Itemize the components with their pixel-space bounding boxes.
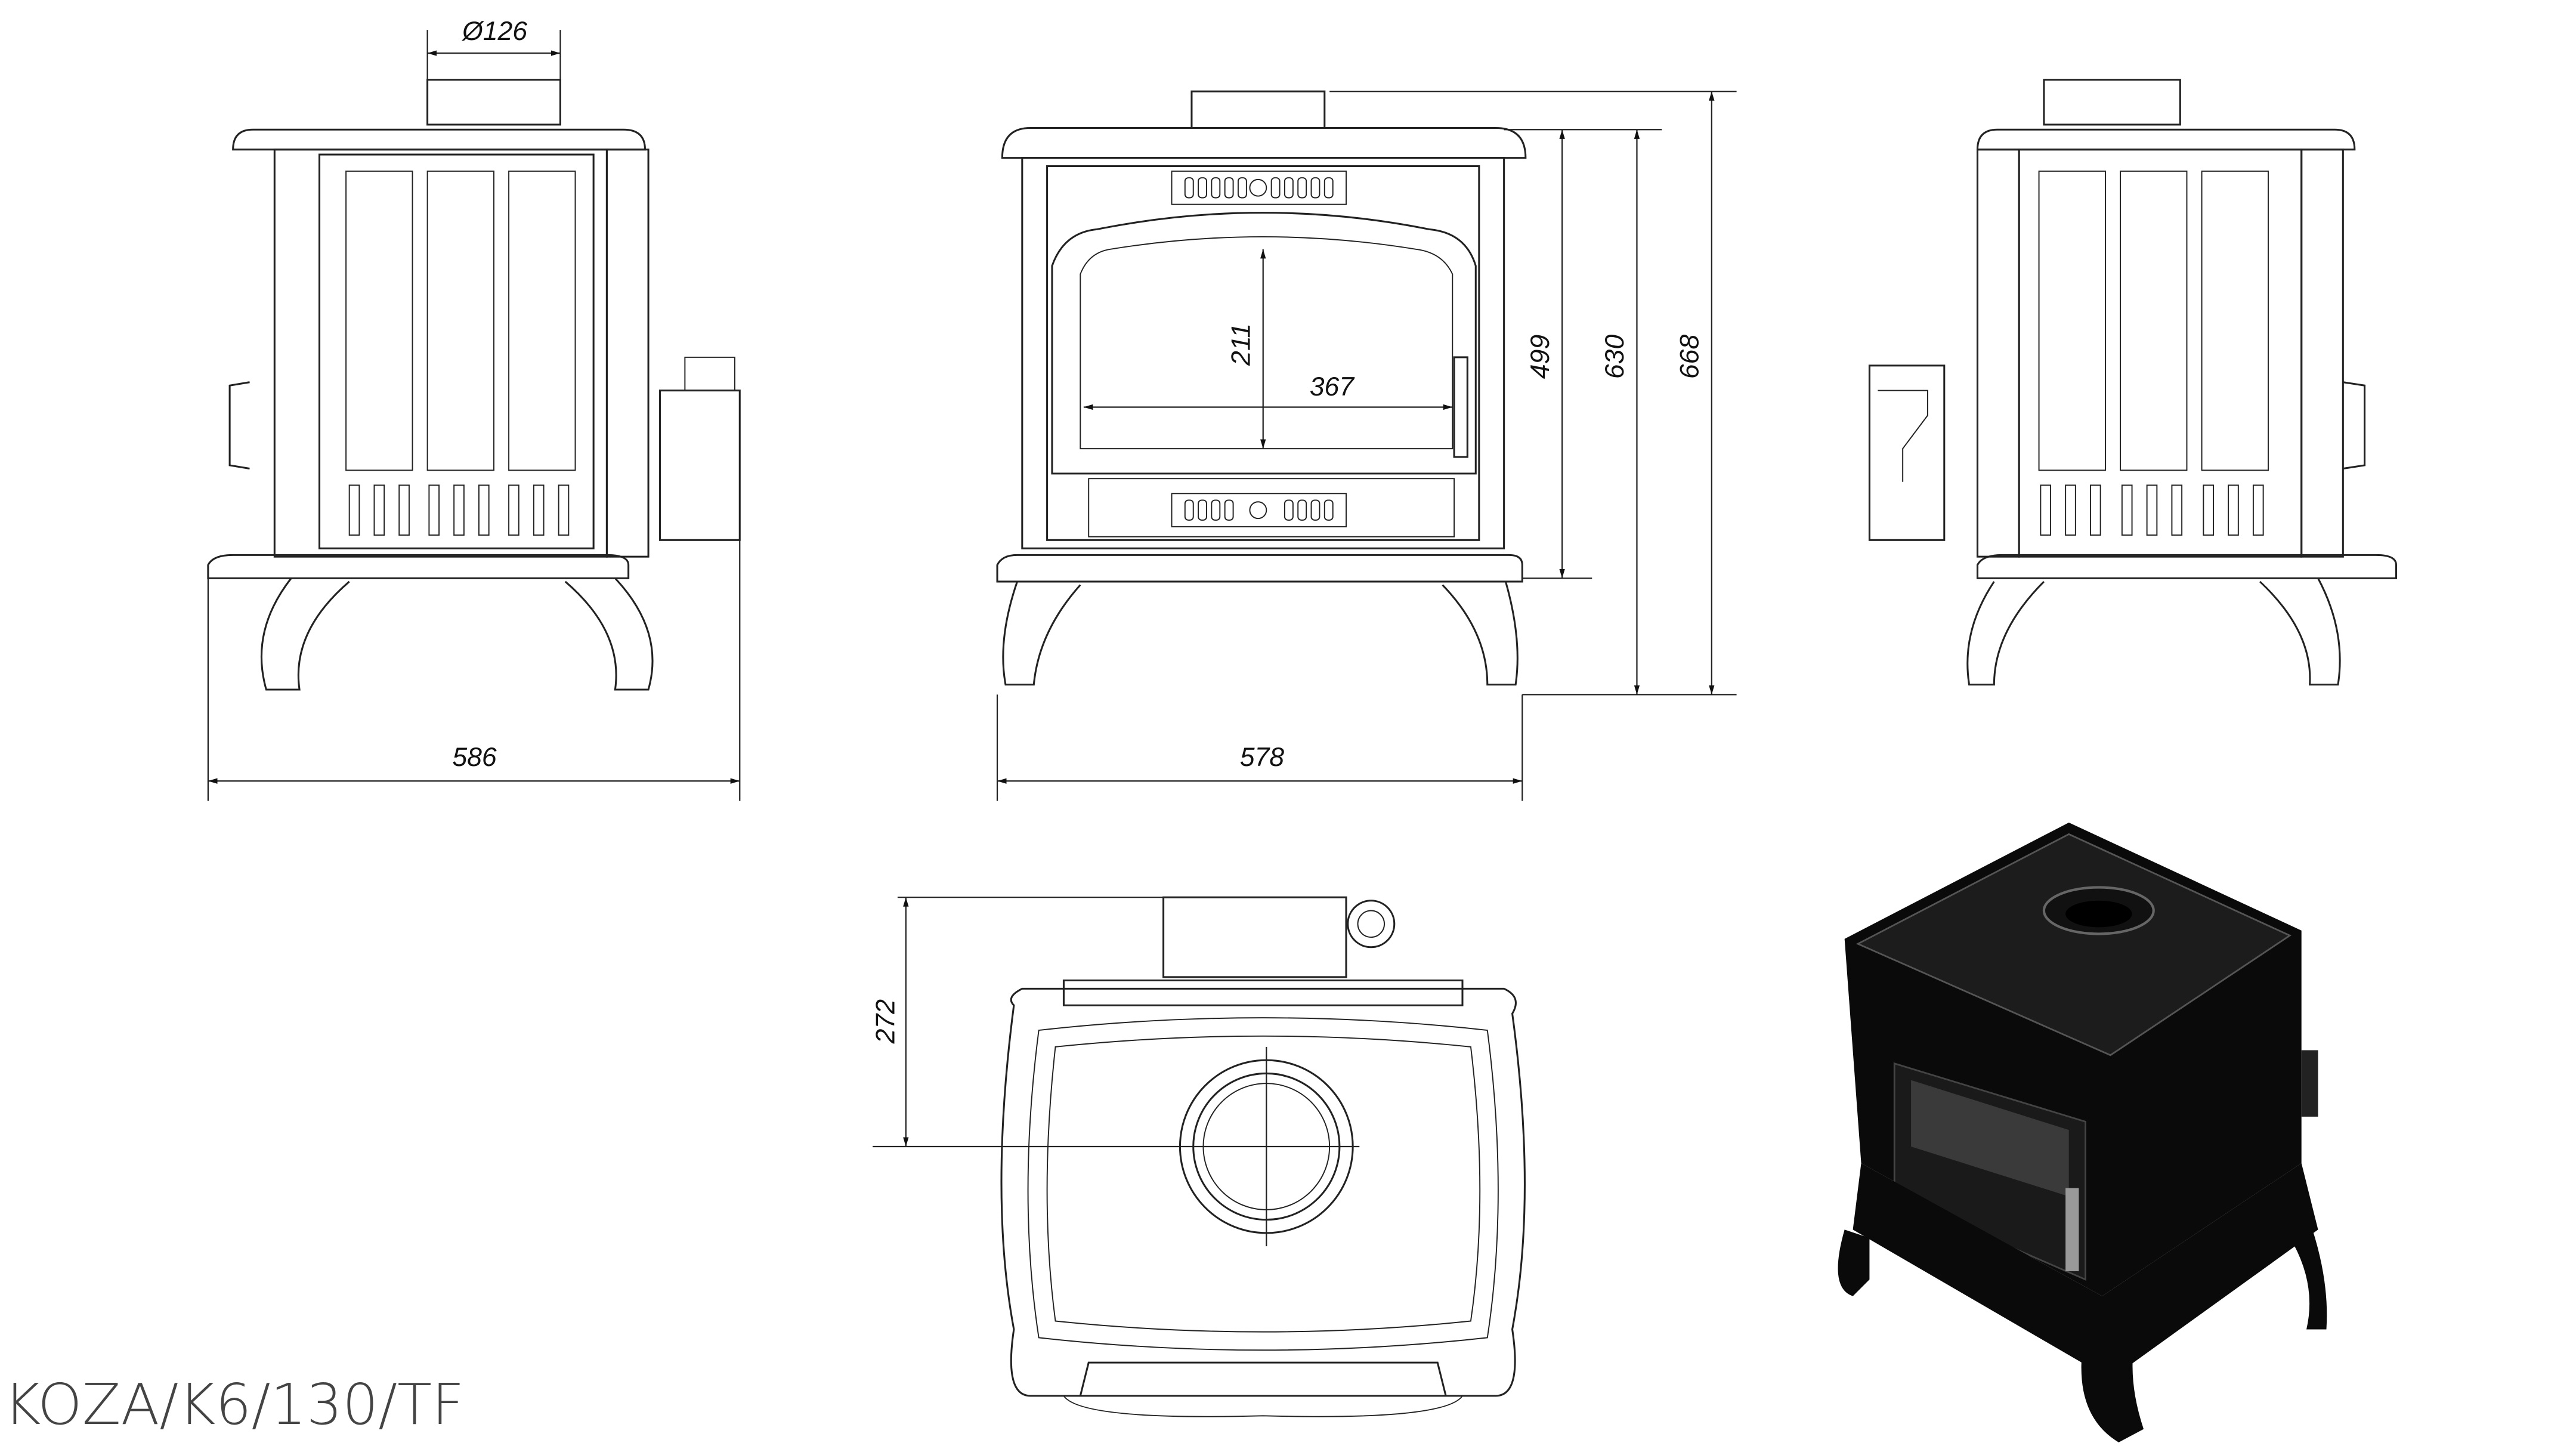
window-width-label: 367 — [1310, 372, 1356, 401]
window-height-label: 211 — [1226, 323, 1255, 366]
width-dimension-label: 578 — [1240, 743, 1285, 772]
top-height-label: 630 — [1600, 335, 1629, 379]
side-view-right — [1868, 79, 2397, 686]
model-code: KOZA/K6/130/TF — [4, 1372, 464, 1438]
body-height-label: 499 — [1526, 335, 1555, 379]
stove-3d-render — [1838, 822, 2327, 1442]
side-view-left: Ø126 586 — [207, 17, 741, 801]
total-height-label: 668 — [1675, 335, 1705, 379]
flue-offset-label: 272 — [871, 999, 900, 1045]
flue-diameter-label: Ø126 — [461, 17, 527, 46]
top-view: 272 — [871, 896, 1526, 1417]
depth-dimension-label: 586 — [452, 743, 497, 772]
front-view: 367 211 578 499 630 668 — [996, 90, 1737, 801]
